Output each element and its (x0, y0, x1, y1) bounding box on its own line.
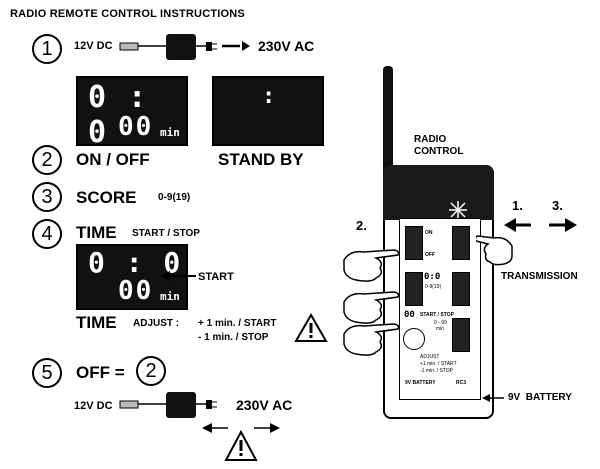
arrow-left-icon (160, 271, 196, 281)
adjust-knob[interactable] (403, 328, 425, 350)
battery-label: 9V BATTERY (508, 392, 572, 403)
remote-adjust-label: ADJUST (420, 354, 440, 360)
bottom-dc-label: 12V DC (74, 400, 113, 412)
score-label: SCORE (76, 188, 137, 207)
hand-pointer-icons (343, 249, 400, 356)
power-adapter-icon (119, 392, 217, 418)
step-1-ac-label: 230V AC (258, 38, 315, 54)
remote-time-unit: min (436, 326, 445, 332)
hand-step-2-label: 2. (356, 218, 367, 233)
hand-pointer-right-icon (476, 235, 513, 266)
power-button[interactable] (405, 226, 423, 260)
time-label: TIME (76, 223, 117, 242)
time-start-stop: START / STOP (132, 228, 200, 239)
step-1-dc-label: 12V DC (74, 40, 113, 52)
remote-title: RADIO CONTROL (414, 134, 463, 158)
score-range: 0-9(19) (158, 192, 191, 203)
step-2-number: 2 (32, 145, 62, 175)
hand-step-3-label: 3. (552, 198, 563, 213)
scoreboard-display-on: 0 : 0 00 min (76, 76, 188, 150)
off-label: OFF (425, 252, 435, 258)
step-2-reference: 2 (136, 356, 166, 386)
remote-top-section (383, 165, 494, 220)
score-right-button[interactable] (452, 272, 470, 306)
scoreboard-display-time: 0 : 0 00 min (76, 244, 188, 310)
time-button[interactable] (452, 318, 470, 352)
standby-label: STAND BY (218, 150, 304, 169)
standby-button[interactable] (452, 226, 470, 260)
remote-score-digits: 0:0 (424, 272, 441, 282)
remote-adjust-block: ADJUST +1 min. / START -1 min. / STOP (420, 354, 457, 375)
remote-battery-label: 9V BATTERY (405, 380, 436, 386)
display-score: 0 : 0 (88, 246, 183, 279)
adjust-minus: - 1 min. / STOP (198, 332, 269, 343)
transmission-label: TRANSMISSION (501, 271, 578, 282)
hand-step-1-label: 1. (512, 198, 523, 213)
step-5-number: 5 (32, 358, 62, 388)
off-equals-label: OFF = (76, 363, 125, 382)
antenna (383, 66, 393, 176)
scoreboard-display-standby: : (212, 76, 324, 146)
adjust-plus: + 1 min. / START (198, 318, 277, 329)
step-1-number: 1 (32, 34, 62, 64)
direction-arrows-icon (504, 218, 577, 232)
standby-dot: : (262, 84, 278, 109)
power-adapter-icon (119, 34, 250, 60)
page-title: RADIO REMOTE CONTROL INSTRUCTIONS (10, 8, 245, 20)
start-label: START (198, 271, 234, 283)
remote-model: RC3 (456, 380, 467, 386)
step-3-number: 3 (32, 182, 62, 212)
warning-arrows-icon (202, 423, 280, 461)
time-adjust-label: TIME (76, 313, 117, 332)
remote-adjust-plus: +1 min. / START (420, 361, 457, 367)
remote-time-range: 0 - 99 (434, 320, 447, 326)
warning-icon (294, 313, 328, 342)
adjust-label: ADJUST : (133, 318, 180, 329)
remote-title-line-2: CONTROL (414, 146, 464, 157)
arrow-left-icon (482, 394, 504, 402)
remote-adjust-minus: -1 min. / STOP (420, 368, 453, 374)
step-4-number: 4 (32, 219, 62, 249)
sparkle-icon (449, 201, 467, 219)
bottom-ac-label: 230V AC (236, 397, 293, 413)
remote-title-line-1: RADIO (414, 134, 447, 145)
display-unit: min (160, 290, 180, 303)
display-time: 00 (118, 112, 154, 142)
on-off-label: ON / OFF (76, 150, 150, 169)
display-score: 0 : 0 (88, 80, 149, 150)
display-time: 00 (118, 276, 154, 306)
remote-score-range: 0-9(19) (425, 284, 442, 290)
on-label: ON (425, 230, 433, 236)
remote-time-digits: 00 (404, 310, 415, 320)
remote-time-label: START / STOP (420, 312, 454, 318)
score-left-button[interactable] (405, 272, 423, 306)
display-unit: min (160, 126, 180, 139)
